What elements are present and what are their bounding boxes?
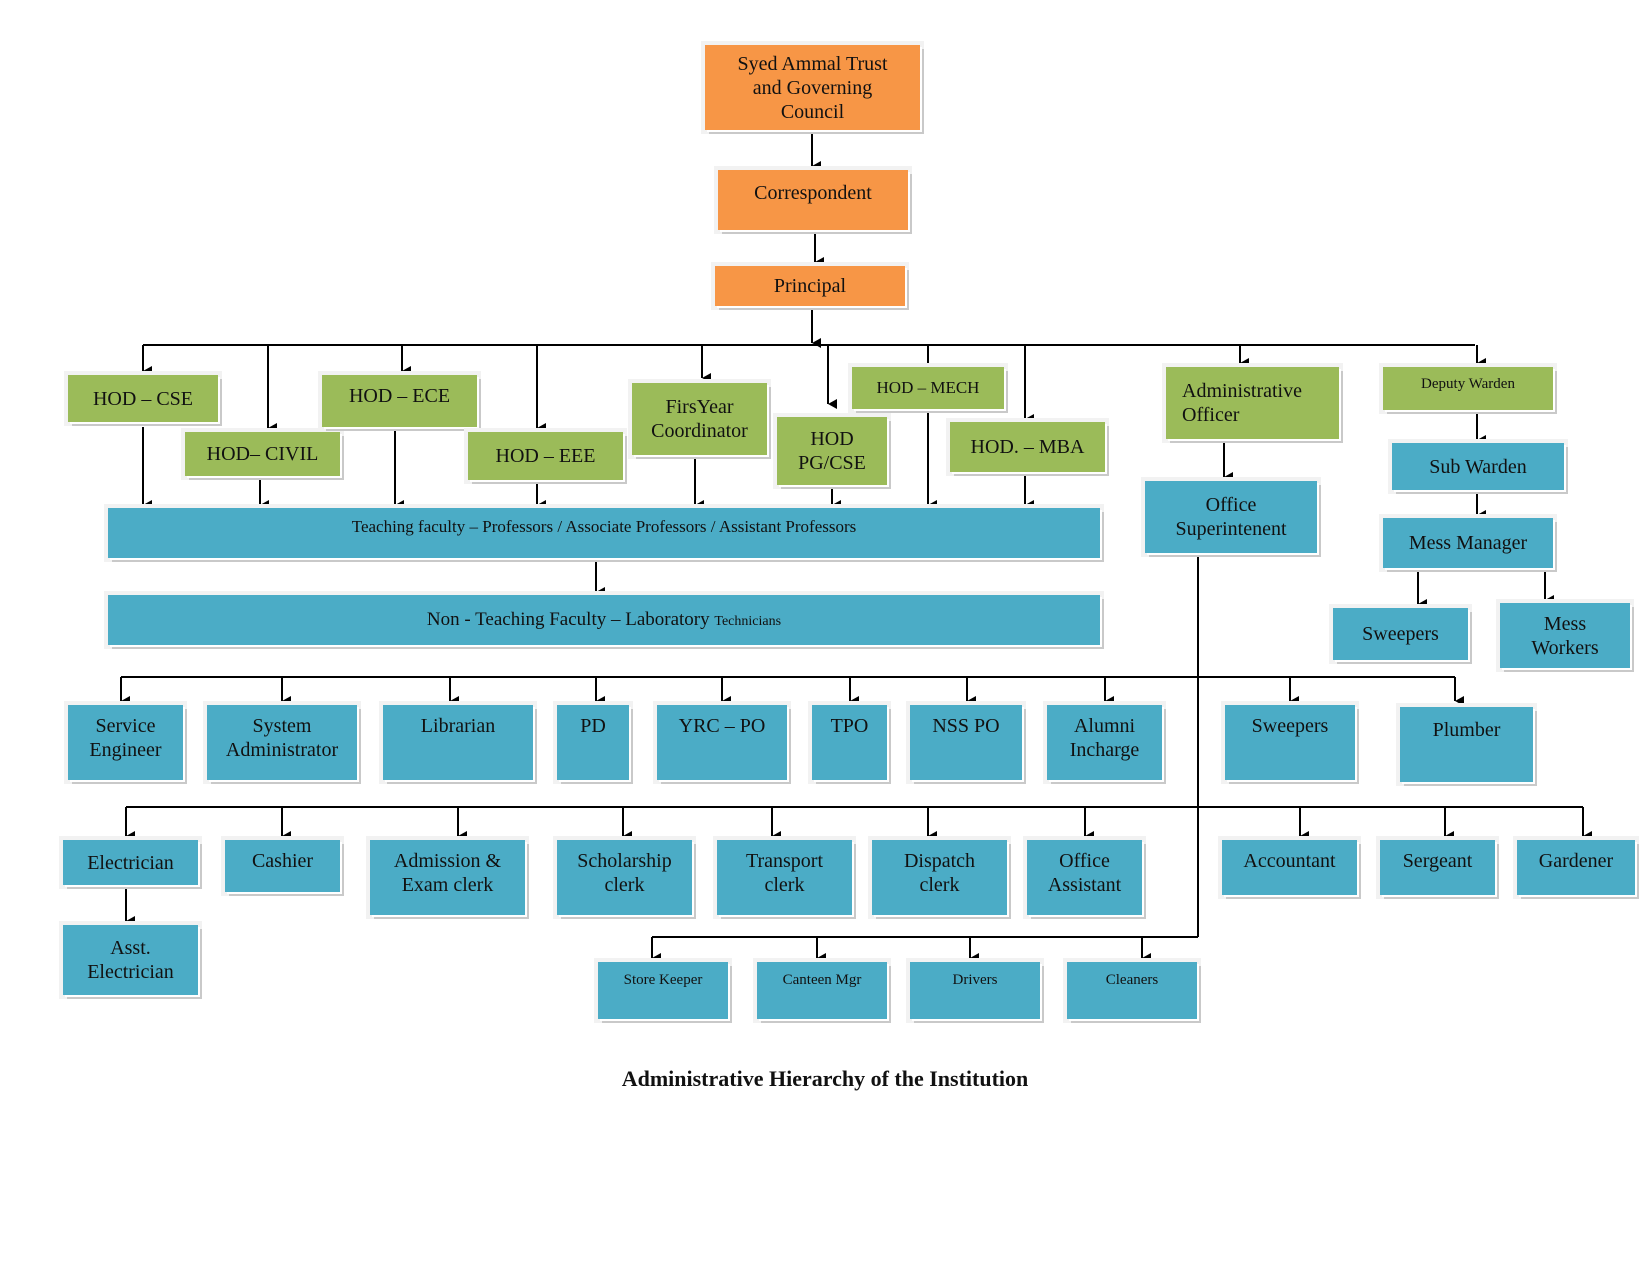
node-service-engineer: Service Engineer <box>68 705 183 780</box>
node-electrician: Electrician <box>63 840 198 885</box>
node-principal: Principal <box>715 266 905 306</box>
node-office-superintendent: Office Superintenent <box>1145 481 1317 553</box>
node-hod-ece: HOD – ECE <box>322 375 477 427</box>
node-pd: PD <box>557 705 629 780</box>
node-system-administrator: System Administrator <box>207 705 357 780</box>
node-administrative-officer: Administrative Officer <box>1166 367 1339 439</box>
node-plumber: Plumber <box>1400 707 1533 782</box>
node-mess-workers: Mess Workers <box>1500 603 1630 668</box>
node-admission-exam-clerk: Admission & Exam clerk <box>370 840 525 915</box>
node-transport-clerk: Transport clerk <box>717 840 852 915</box>
node-asst-electrician: Asst. Electrician <box>63 925 198 995</box>
node-sweepers-hostel: Sweepers <box>1333 608 1468 660</box>
node-dispatch-clerk: Dispatch clerk <box>872 840 1007 915</box>
node-trust: Syed Ammal Trust and Governing Council <box>705 45 920 130</box>
node-yrc-po: YRC – PO <box>657 705 787 780</box>
node-correspondent: Correspondent <box>718 170 908 230</box>
node-hod-pgcse: HOD PG/CSE <box>777 417 887 485</box>
node-office-assistant: Office Assistant <box>1027 840 1142 915</box>
technicians-label: Technicians <box>714 613 782 629</box>
node-drivers: Drivers <box>910 962 1040 1019</box>
node-tpo: TPO <box>812 705 887 780</box>
node-cashier: Cashier <box>225 840 340 892</box>
node-hod-mech: HOD – MECH <box>852 367 1004 409</box>
node-sub-warden: Sub Warden <box>1392 443 1564 490</box>
node-hod-civil: HOD– CIVIL <box>185 432 340 476</box>
diagram-caption: Administrative Hierarchy of the Institut… <box>621 1066 1029 1091</box>
node-sergeant: Sergeant <box>1380 840 1495 895</box>
node-store-keeper: Store Keeper <box>598 962 728 1019</box>
node-hod-cse: HOD – CSE <box>68 375 218 422</box>
node-mess-manager: Mess Manager <box>1383 518 1553 568</box>
node-non-teaching-faculty: Non - Teaching Faculty – Laboratory Tech… <box>108 595 1100 645</box>
node-gardener: Gardener <box>1517 840 1635 895</box>
node-hod-mba: HOD. – MBA <box>950 422 1105 472</box>
node-scholarship-clerk: Scholarship clerk <box>557 840 692 915</box>
node-canteen-mgr: Canteen Mgr <box>757 962 887 1019</box>
node-first-year-coordinator: FirsYear Coordinator <box>632 383 767 455</box>
node-hod-eee: HOD – EEE <box>468 432 623 480</box>
node-alumni-incharge: Alumni Incharge <box>1047 705 1162 780</box>
node-accountant: Accountant <box>1222 840 1357 895</box>
node-librarian: Librarian <box>383 705 533 780</box>
node-sweepers: Sweepers <box>1225 705 1355 780</box>
node-nss-po: NSS PO <box>910 705 1022 780</box>
node-cleaners: Cleaners <box>1067 962 1197 1019</box>
node-teaching-faculty: Teaching faculty – Professors / Associat… <box>108 508 1100 558</box>
non-teaching-label: Non - Teaching Faculty – Laboratory <box>426 608 715 630</box>
node-deputy-warden: Deputy Warden <box>1383 367 1553 410</box>
